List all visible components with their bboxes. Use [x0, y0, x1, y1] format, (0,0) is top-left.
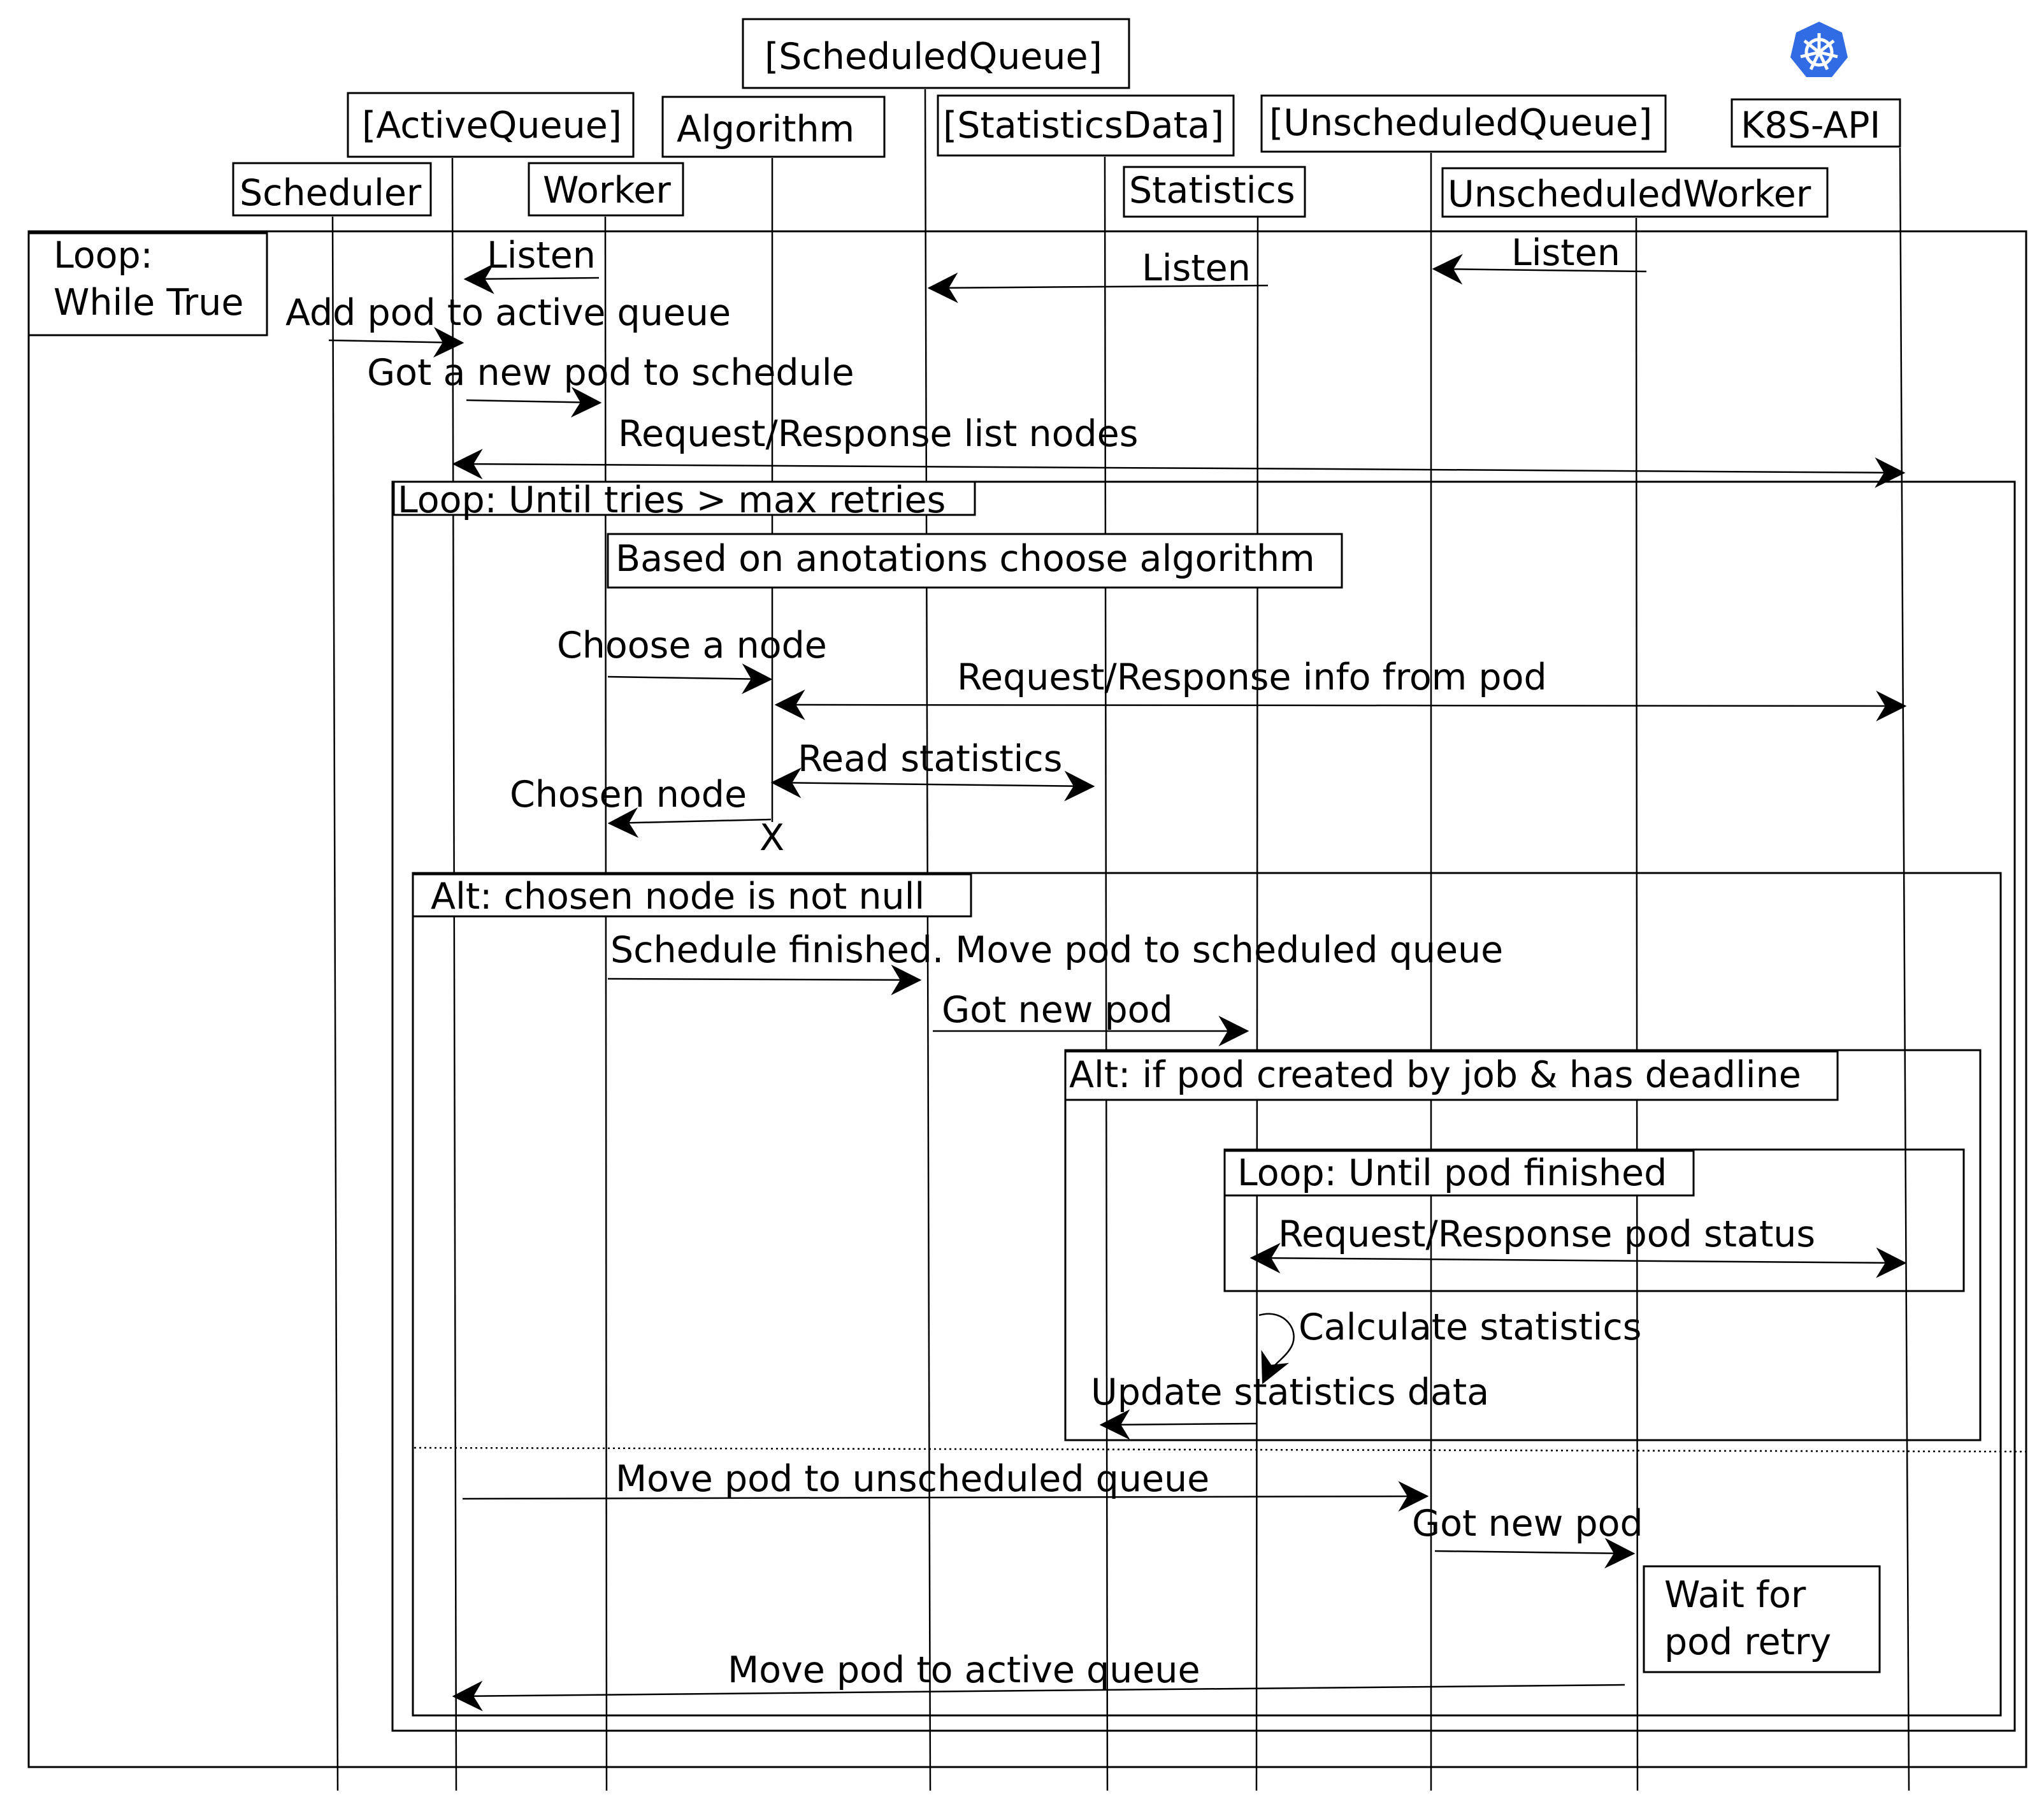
alt-job-label: Alt: if pod created by job & has deadlin… [1069, 1054, 1801, 1096]
add-pod-label: Add pod to active queue [285, 292, 731, 334]
participant-scheduled-queue: [ScheduledQueue] [765, 36, 1102, 78]
lifeline-worker [604, 216, 608, 1791]
choose-a-node-label: Choose a node [557, 624, 827, 667]
alt-job-label-box [1064, 1050, 1839, 1101]
alt-job-frame [1064, 1049, 1982, 1441]
chosen-node-label: Chosen node [510, 774, 747, 816]
chosen-node-arrow [607, 807, 772, 838]
schedule-finished-arrow [607, 964, 922, 995]
participant-box-scheduled-queue [742, 18, 1130, 89]
participant-box-active-queue [347, 92, 635, 158]
listen-unscheduled-arrow [1432, 254, 1647, 285]
outer-loop-frame [27, 230, 2027, 1768]
listen-scheduled-arrow [927, 272, 1269, 303]
participant-box-unscheduled-worker [1441, 167, 1829, 218]
messages: Listen Listen Listen Add pod to active q… [285, 232, 1907, 1712]
got-new-pod-schedule-arrow [466, 387, 602, 418]
participant-active-queue: [ActiveQueue] [362, 105, 622, 147]
algorithm-choice-note: Based on anotations choose algorithm [615, 538, 1315, 580]
listen-unscheduled-label: Listen [1511, 232, 1620, 274]
move-active-arrow [452, 1680, 1625, 1712]
move-active-label: Move pod to active queue [728, 1649, 1200, 1691]
alt-chosen-label-box [412, 873, 972, 918]
read-statistics-arrow [770, 767, 1095, 802]
lifeline-statistics-data [1104, 156, 1109, 1791]
move-unscheduled-label: Move pod to unscheduled queue [615, 1458, 1209, 1500]
wait-retry-note-line1: Wait for [1664, 1574, 1806, 1616]
move-unscheduled-arrow [462, 1481, 1429, 1512]
participant-unscheduled-queue: [UnscheduledQueue] [1269, 102, 1652, 144]
lifeline-unscheduled-worker [1635, 217, 1639, 1791]
read-statistics-label: Read statistics [798, 738, 1062, 780]
got-new-pod-schedule-label: Got a new pod to schedule [367, 352, 854, 394]
loop-finished-frame [1223, 1148, 1965, 1292]
participants: Scheduler [ActiveQueue] Worker Algorithm… [232, 18, 1901, 218]
alt-separator [414, 1447, 2031, 1453]
wait-retry-note-line2: pod retry [1664, 1621, 1831, 1663]
participant-box-statistics [1123, 166, 1306, 218]
participant-box-k8s-api [1731, 98, 1901, 148]
got-new-pod-unscheduled-label: Got new pod [1412, 1503, 1643, 1545]
schedule-finished-label: Schedule finished. Move pod to scheduled… [610, 929, 1503, 971]
update-statistics-arrow [1099, 1409, 1257, 1440]
lifeline-statistics [1255, 216, 1259, 1791]
outer-loop-label-line1: Loop: [54, 235, 153, 277]
participant-scheduler: Scheduler [240, 172, 422, 214]
lifeline-active-queue [451, 157, 457, 1791]
frames [27, 230, 2031, 1768]
kubernetes-logo-icon [1790, 22, 1848, 77]
info-from-pod-arrow [774, 689, 1907, 721]
listen-active-arrow [463, 263, 600, 294]
participant-box-scheduler [232, 162, 432, 217]
calculate-statistics-arrow [1258, 1313, 1295, 1385]
pod-status-label: Request/Response pod status [1278, 1213, 1815, 1255]
listen-active-label: Listen [487, 235, 596, 277]
participant-box-algorithm [661, 96, 886, 158]
list-nodes-arrow [452, 449, 1906, 488]
participant-k8s-api: K8S-API [1741, 105, 1880, 147]
participant-unscheduled-worker: UnscheduledWorker [1448, 173, 1811, 215]
participant-box-unscheduled-queue [1260, 94, 1667, 153]
algorithm-destroy-marker: X [759, 817, 784, 859]
algorithm-choice-note-box [607, 533, 1343, 589]
participant-box-statistics-data [937, 94, 1235, 157]
participant-statistics-data: [StatisticsData] [943, 105, 1224, 147]
pod-status-arrow [1249, 1243, 1907, 1278]
participant-worker: Worker [543, 170, 671, 212]
loop-finished-label: Loop: Until pod finished [1237, 1152, 1667, 1194]
add-pod-arrow [328, 327, 464, 358]
lifeline-scheduled-queue [924, 89, 932, 1791]
calculate-statistics-label: Calculate statistics [1299, 1306, 1641, 1348]
choose-a-node-arrow [607, 663, 773, 695]
alt-chosen-frame [412, 872, 2002, 1717]
retry-loop-label: Loop: Until tries > max retries [398, 479, 946, 521]
participant-box-worker [528, 162, 684, 217]
info-from-pod-label: Request/Response info from pod [957, 656, 1547, 698]
wait-retry-note-box [1643, 1565, 1881, 1673]
got-new-pod-stats-label: Got new pod [942, 989, 1173, 1031]
update-statistics-label: Update statistics data [1091, 1371, 1489, 1413]
participant-algorithm: Algorithm [677, 108, 854, 150]
outer-loop-label-line2: While True [54, 282, 243, 324]
lifeline-k8s-api [1899, 147, 1910, 1791]
listen-scheduled-label: Listen [1142, 247, 1251, 289]
alt-chosen-label: Alt: chosen node is not null [431, 876, 925, 918]
loop-finished-label-box [1223, 1150, 1695, 1197]
lifeline-scheduler [331, 216, 339, 1791]
list-nodes-label: Request/Response list nodes [618, 413, 1138, 455]
got-new-pod-unscheduled-arrow [1434, 1538, 1636, 1569]
outer-loop-label-box [27, 232, 268, 336]
frame-labels: Loop: While True Loop: Until tries > max… [27, 232, 1839, 1197]
participant-statistics: Statistics [1129, 170, 1295, 212]
